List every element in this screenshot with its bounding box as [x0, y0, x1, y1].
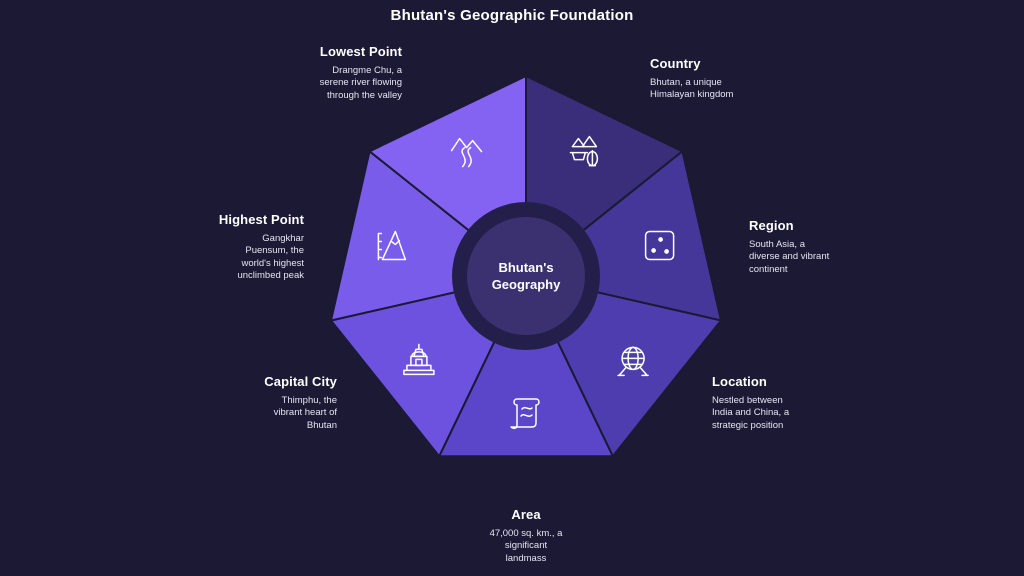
description-line: Bhutan [306, 419, 337, 431]
icons-layer [377, 135, 675, 430]
description-line: unclimbed peak [237, 270, 304, 282]
peak-icon [377, 230, 407, 261]
description-line: diverse and vibrant [749, 251, 830, 263]
map-scroll-icon [510, 398, 540, 430]
description-line: Nestled between [712, 395, 783, 406]
description-line: Himalayan kingdom [650, 89, 734, 101]
description-line: 47,000 sq. km., a [489, 528, 563, 539]
description-line: serene river flowing [319, 77, 402, 89]
label-heading: Highest Point [218, 212, 304, 227]
description-line: landmass [505, 552, 547, 564]
description-line: Thimphu, the [281, 395, 337, 406]
description-line: Puensum, the [245, 245, 304, 257]
description-line: Bhutan, a unique [650, 77, 722, 88]
label-heading: Capital City [264, 374, 337, 389]
description-line: vibrant heart of [273, 407, 337, 419]
hub-inner [467, 217, 585, 335]
diagram-title: Bhutan's Geographic Foundation [390, 7, 634, 24]
description-line: strategic position [712, 419, 784, 431]
label-heading: Country [650, 56, 701, 71]
hub-label-line2: Geography [492, 277, 561, 292]
label-heading: Lowest Point [319, 44, 402, 59]
label-heading: Region [749, 218, 794, 233]
label-heading: Area [511, 507, 541, 522]
mountain-tree-icon [569, 135, 599, 167]
description-line: significant [504, 540, 548, 552]
hub-label-line1: Bhutan's [498, 260, 553, 275]
description-line: through the valley [327, 89, 402, 101]
river-valley-icon [450, 137, 483, 168]
description-line: world's highest [241, 257, 304, 269]
description-line: South Asia, a [749, 239, 805, 250]
globe-icon [617, 346, 649, 377]
description-line: India and China, a [712, 407, 790, 419]
stupa-icon [403, 343, 435, 376]
label-heading: Location [712, 374, 767, 389]
description-line: Drangme Chu, a [332, 65, 402, 76]
description-line: Gangkhar [262, 233, 304, 244]
dice-icon [644, 230, 675, 261]
description-line: continent [749, 263, 788, 275]
